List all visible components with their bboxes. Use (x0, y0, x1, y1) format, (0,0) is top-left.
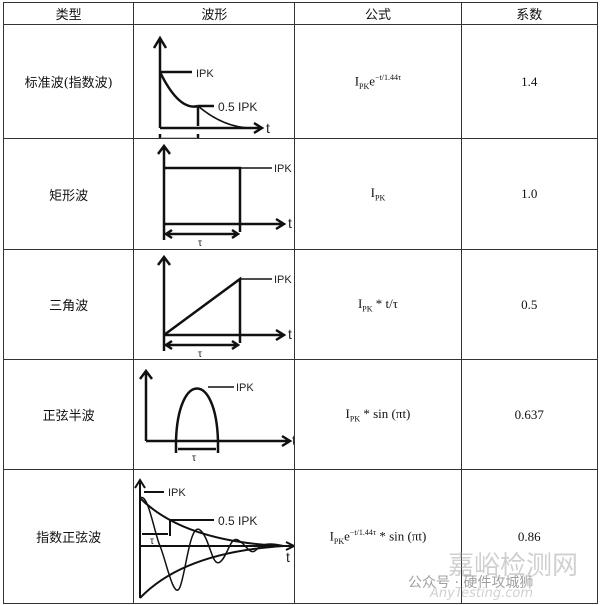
coefficient-cell: 1.4 (460, 24, 599, 139)
formula-cell: IPK * sin (πt) (294, 359, 462, 470)
formula-cell: IPKe−t/1.44τ (294, 24, 462, 139)
coefficient-cell: 0.86 (460, 469, 599, 604)
watermark-site: 嘉峪检测网 (448, 551, 579, 581)
table-row: 矩形波 IPK t τ IPK 1.0 (2, 138, 599, 250)
tau-label: τ (198, 349, 202, 359)
waveform-cell: IPK t τ (133, 138, 296, 250)
type-cell: 标准波(指数波) (2, 24, 135, 139)
table-row: 三角波 IPK t τ IPK * t/τ 0.5 (2, 249, 599, 360)
header-formula: 公式 (294, 2, 462, 25)
type-cell: 正弦半波 (2, 359, 135, 470)
rectangular-waveform: IPK t τ (157, 143, 293, 248)
t-label: t (288, 326, 292, 342)
coefficient-cell: 1.0 (460, 138, 599, 250)
exponential-sine-waveform: IPK 0.5 IPK t τ (134, 477, 295, 599)
waveform-cell: IPK t τ (133, 249, 296, 360)
table-row: 指数正弦波 IPK 0.5 IPK t τ IPKe−t/1.44τ * sin… (2, 469, 599, 604)
table-row: 正弦半波 IPK t τ IPK * sin (πt) 0.637 (2, 359, 599, 470)
type-cell: 矩形波 (2, 138, 135, 250)
waveform-cell: IPK t τ (133, 359, 296, 470)
table-row: 标准波(指数波) IPK 0.5 IPK t IPKe−t/1.44τ 1.4 (2, 24, 599, 139)
header-row: 类型 波形 公式 系数 (2, 2, 599, 25)
exponential-waveform: IPK 0.5 IPK t (153, 35, 270, 138)
t-label: t (288, 215, 292, 231)
ipk-label: IPK (274, 274, 292, 286)
ipk-label: IPK (236, 382, 254, 394)
waveform-cell: IPK 0.5 IPK t (133, 24, 296, 139)
tau-label: τ (198, 238, 202, 248)
triangular-waveform: IPK t τ (157, 254, 293, 359)
half-ipk-label: 0.5 IPK (218, 100, 257, 114)
formula-cell: IPK * t/τ (294, 249, 462, 360)
header-waveform: 波形 (133, 2, 296, 25)
header-coefficient: 系数 (460, 2, 599, 25)
coefficient-cell: 0.637 (460, 359, 599, 470)
t-label: t (286, 549, 290, 565)
type-cell: 指数正弦波 (2, 469, 135, 604)
watermark-url: AnyTesting.com (430, 586, 534, 601)
t-label: t (266, 120, 270, 136)
header-type: 类型 (2, 2, 135, 25)
tau-label: τ (150, 536, 154, 547)
t-label: t (292, 432, 294, 448)
half-sine-waveform: IPK t τ (139, 368, 294, 464)
waveform-cell: IPK 0.5 IPK t τ (133, 469, 296, 604)
ipk-label: IPK (196, 68, 214, 80)
half-ipk-label: 0.5 IPK (218, 514, 257, 528)
coefficient-cell: 0.5 (460, 249, 599, 360)
type-cell: 三角波 (2, 249, 135, 360)
tau-label: τ (192, 453, 196, 464)
ipk-label: IPK (168, 487, 186, 499)
watermark-account: 公众号 · 硬件攻城狮 (408, 575, 534, 591)
ipk-label: IPK (274, 163, 292, 175)
formula-cell: IPK (294, 138, 462, 250)
